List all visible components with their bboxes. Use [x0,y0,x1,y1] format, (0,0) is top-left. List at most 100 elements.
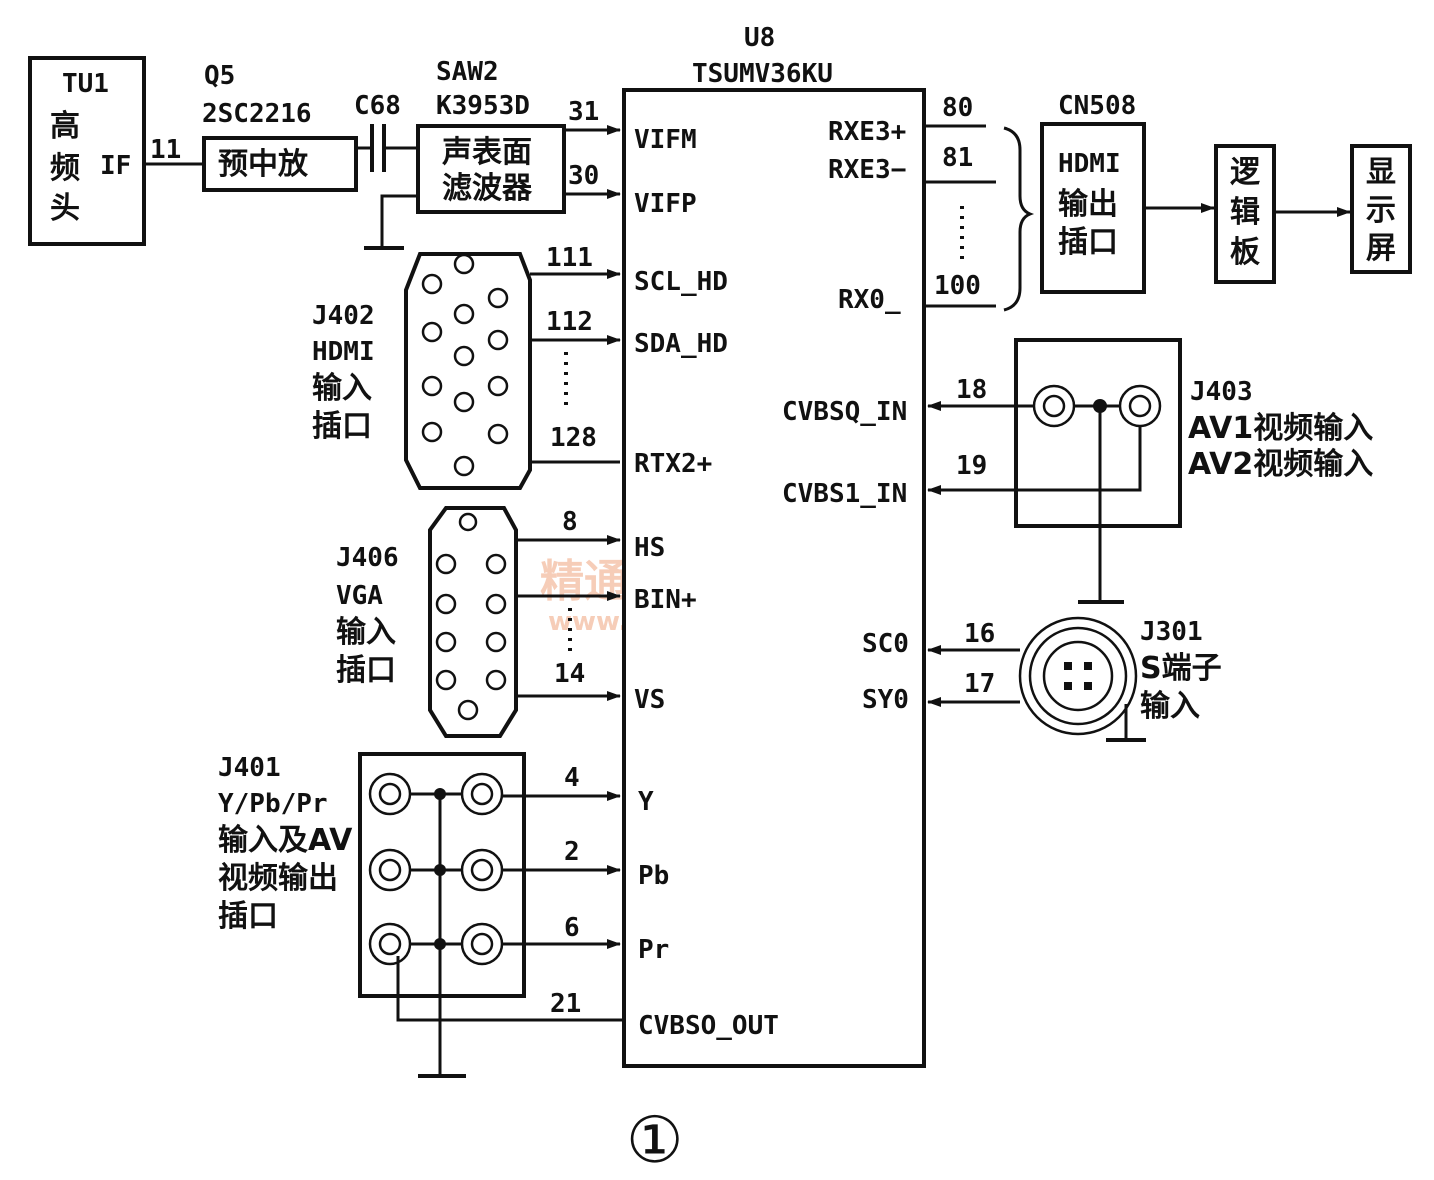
q5-block [202,136,358,192]
j301-svideo-connector [1018,616,1146,742]
pin-19-number: 19 [956,451,987,481]
j402-hdmi-connector [404,252,532,490]
pin-14-number: 14 [554,659,585,689]
j402-text-1: HDMI [312,337,375,367]
pin-scl-hd-label: SCL_HD [634,267,728,297]
cn508-text-3: 插口 [1058,225,1118,260]
u8-part: TSUMV36KU [692,59,833,89]
logic-text-3: 板 [1230,235,1260,270]
pin-17-number: 17 [964,669,995,699]
saw2-block [416,124,566,214]
pin-vs-label: VS [634,685,665,715]
j403-text-2: AV2视频输入 [1188,447,1373,482]
pin-2-number: 2 [564,837,580,867]
pin-21-number: 21 [550,989,581,1019]
pin-hs-label: HS [634,533,665,563]
pin-128-number: 128 [550,423,597,453]
tu1-pin-number: 11 [150,135,181,165]
pin-cvbs1-in-label: CVBS1_IN [782,479,907,509]
pin-100-number: 100 [934,271,981,301]
j401-rca-jacks [368,772,504,1078]
j402-text-2: 输入 [312,371,372,406]
brace-bus [1003,126,1035,312]
tu1-tuner: TU1 高 频 头 IF [28,56,146,246]
pin-rxe3m-label: RXE3− [828,155,906,185]
c68-label: C68 [354,91,401,121]
j301-label: J301 [1140,617,1203,647]
saw2-text-2: 滤波器 [442,171,533,206]
pin-vifp-label: VIFP [634,189,697,219]
cn508-label: CN508 [1058,91,1136,121]
pin-pb-label: Pb [638,861,669,891]
cn508-box [1040,122,1146,294]
u8-label: U8 [744,23,775,53]
logic-board-box [1214,144,1276,284]
display-text-2: 示 [1366,193,1396,228]
cn508-text-1: HDMI [1058,149,1121,179]
j406-vga-connector [428,506,518,738]
pin-4-number: 4 [564,763,580,793]
wire-pin-19 [927,426,1142,495]
wire-pin-21 [396,956,624,1022]
cn508-text-2: 输出 [1058,187,1118,222]
j403-connector-box [1014,338,1182,528]
pin-31-number: 31 [568,97,599,127]
j401-text-4: 插口 [218,899,278,934]
pin-112-number: 112 [546,307,593,337]
pin-bin-label: BIN+ [634,585,697,615]
pin-cvbsq-in-label: CVBSQ_IN [782,397,907,427]
display-text-1: 显 [1366,155,1396,190]
j301-text-2: 输入 [1140,689,1200,724]
pin-80-number: 80 [942,93,973,123]
logic-text-1: 逻 [1230,155,1260,190]
j406-text-2: 输入 [336,615,396,650]
tu1-if-label: IF [100,151,131,181]
pin-8-number: 8 [562,507,578,537]
j406-text-3: 插口 [336,653,396,688]
pin-16-number: 16 [964,619,995,649]
j403-text-1: AV1视频输入 [1188,411,1373,446]
j403-rca-jacks [1032,384,1162,604]
tu1-text-3: 头 [50,191,80,226]
j402-label: J402 [312,301,375,331]
display-text-3: 屏 [1366,231,1396,266]
j403-label: J403 [1190,377,1253,407]
display-box [1350,144,1412,274]
q5-label: Q5 [204,61,235,91]
saw2-label: SAW2 [436,57,499,87]
pin-sc0-label: SC0 [862,629,909,659]
pin-cvbso-out-label: CVBSO_OUT [638,1011,779,1041]
pin-vifm-label: VIFM [634,125,697,155]
pin-18-number: 18 [956,375,987,405]
j401-label: J401 [218,753,281,783]
pin-111-number: 111 [546,243,593,273]
pin-pr-label: Pr [638,935,669,965]
pin-rx0-label: RX0_ [838,285,901,315]
j401-text-1: Y/Pb/Pr [218,789,328,819]
j406-text-1: VGA [336,581,383,611]
u8-chip [622,88,926,1068]
logic-text-2: 辑 [1230,195,1260,230]
pin-rxe3p-label: RXE3+ [828,117,906,147]
q5-part: 2SC2216 [202,99,312,129]
q5-block-text: 预中放 [218,147,309,182]
tu1-label: TU1 [62,69,109,99]
pin-30-number: 30 [568,161,599,191]
tu1-text-2: 频 [50,151,80,186]
pin-sda-hd-label: SDA_HD [634,329,728,359]
wire-saw2-ground [380,194,418,246]
saw2-text-1: 声表面 [442,135,532,170]
pin-81-number: 81 [942,143,973,173]
tu1-text-1: 高 [50,109,80,144]
j402-text-3: 插口 [312,409,372,444]
saw2-part: K3953D [436,91,530,121]
pin-6-number: 6 [564,913,580,943]
pin-rtx2-label: RTX2+ [634,449,712,479]
j401-text-2: 输入及AV [218,823,353,858]
j301-text-1: S端子 [1140,651,1222,686]
c68-capacitor [370,124,386,172]
j406-label: J406 [336,543,399,573]
pin-y-label: Y [638,787,654,817]
j401-text-3: 视频输出 [218,861,338,896]
